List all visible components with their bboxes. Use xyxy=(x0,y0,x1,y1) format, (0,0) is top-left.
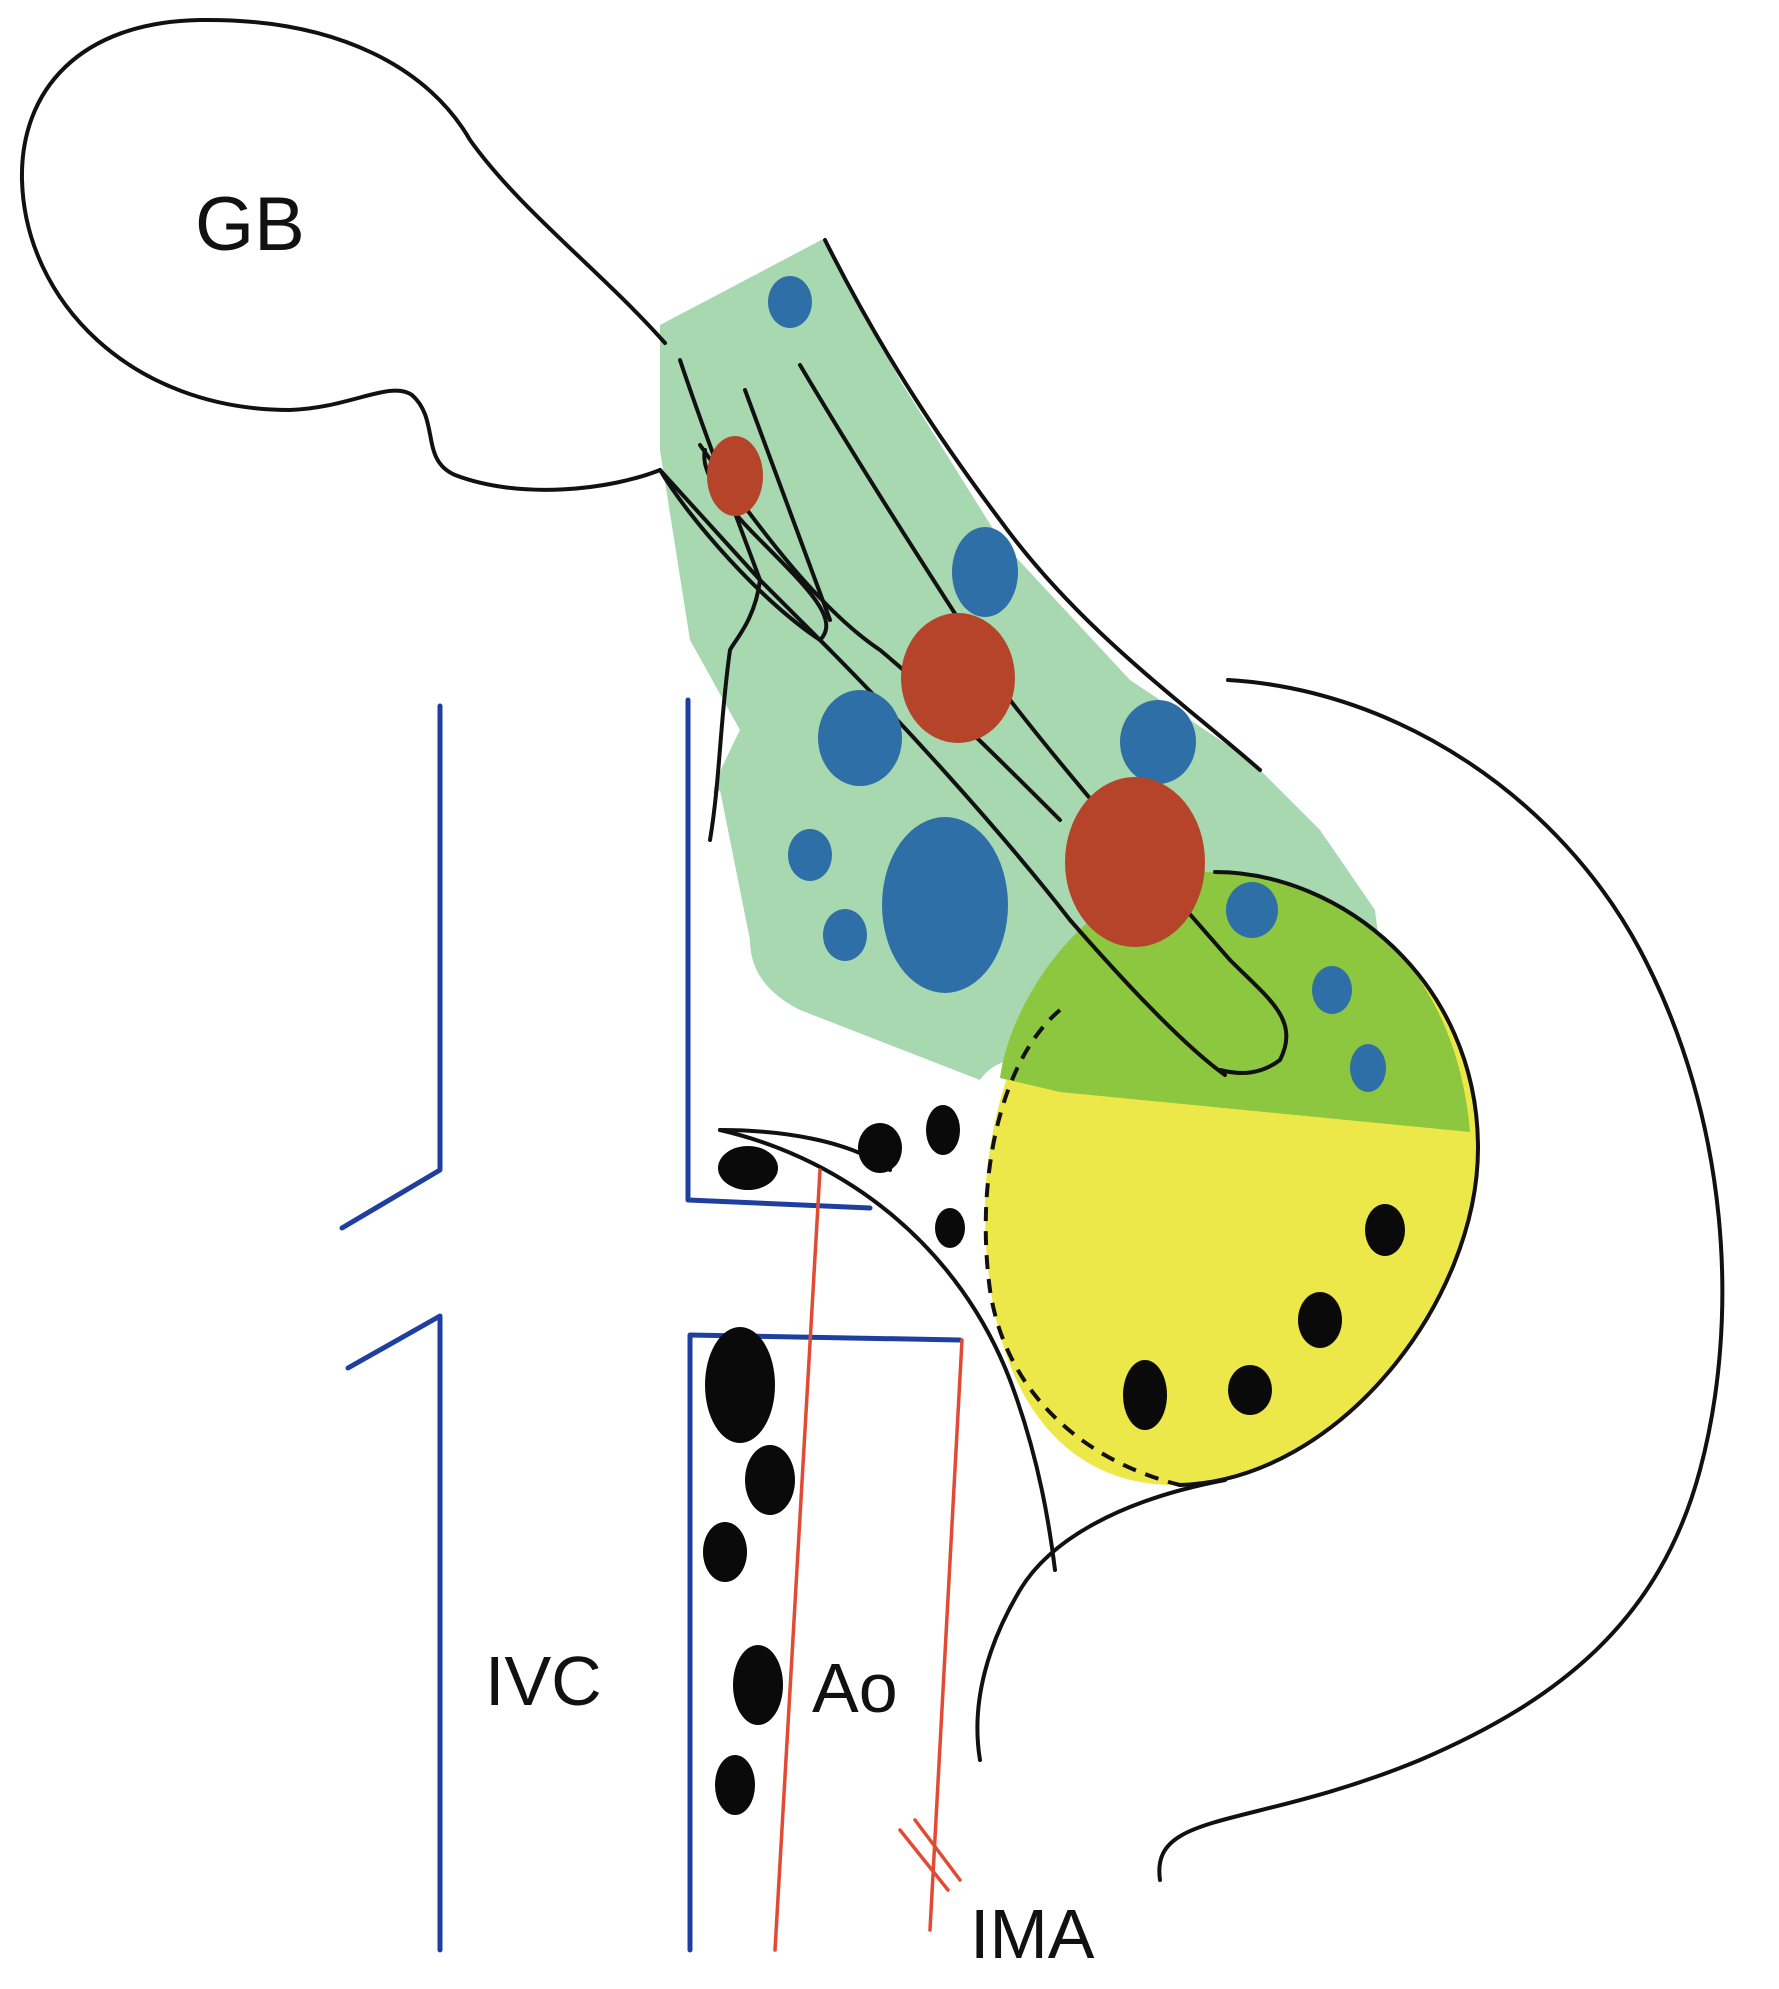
label-gb: GB xyxy=(195,182,305,267)
lymph-node-blue xyxy=(768,276,812,328)
bowel-outline-outer xyxy=(1157,678,1725,1882)
lymph-node-black xyxy=(703,1522,747,1582)
mesentery-right-border xyxy=(823,238,1262,772)
lymph-node-blue xyxy=(952,527,1018,617)
main-duct-right xyxy=(1008,698,1289,1075)
duct-branch-3 xyxy=(698,443,1062,822)
lymph-node-red xyxy=(1065,777,1205,947)
mesentery-left-border xyxy=(678,358,762,842)
lymph-node-blue xyxy=(1312,966,1352,1014)
lymph-node-blue xyxy=(882,817,1008,993)
bowel-curve xyxy=(718,1128,1057,1572)
lymph-node-black xyxy=(733,1645,783,1725)
lymph-node-black xyxy=(718,1146,778,1190)
tumor-solid-boundary xyxy=(1178,870,1480,1487)
ivc-left-wall-lower xyxy=(345,1313,443,1953)
lymph-node-black xyxy=(745,1445,795,1515)
lymph-node-black xyxy=(935,1208,965,1248)
lymph-node-blue xyxy=(788,829,832,881)
ivc-left-wall-upper xyxy=(339,703,443,1231)
ivc-right-wall-lower xyxy=(687,1332,963,1953)
lymph-node-black xyxy=(1298,1292,1342,1348)
lymph-node-blue xyxy=(1350,1044,1386,1092)
lymph-node-black xyxy=(926,1105,960,1155)
ima-break-mark-1 xyxy=(898,1828,950,1892)
lymph-node-black xyxy=(1123,1360,1167,1430)
duct-branch-1 xyxy=(743,388,832,622)
lymph-node-black xyxy=(858,1123,902,1173)
lymph-node-blue xyxy=(1120,700,1196,784)
aorta-line-left xyxy=(773,1168,822,1952)
label-ivc: IVC xyxy=(485,1642,602,1720)
label-ima: IMA xyxy=(970,1895,1095,1973)
gallbladder-outline xyxy=(19,17,667,492)
bowel-outline-inner xyxy=(975,1478,1227,1762)
label-ao: Ao xyxy=(812,1649,898,1727)
lymph-node-blue xyxy=(818,690,902,786)
tumor-dashed-boundary xyxy=(983,1008,1181,1487)
lymph-node-black xyxy=(705,1327,775,1443)
lymph-node-black xyxy=(715,1755,755,1815)
lymph-node-black xyxy=(1228,1365,1272,1415)
lymph-node-red xyxy=(901,613,1015,743)
lymph-node-blue xyxy=(1226,882,1278,938)
ivc-right-wall-upper xyxy=(685,697,873,1211)
lymph-node-black xyxy=(1365,1204,1405,1256)
lymph-node-blue xyxy=(823,909,867,961)
lymph-node-red xyxy=(707,436,763,516)
aorta-line-right xyxy=(928,1338,964,1932)
ima-break-mark-2 xyxy=(913,1818,962,1882)
